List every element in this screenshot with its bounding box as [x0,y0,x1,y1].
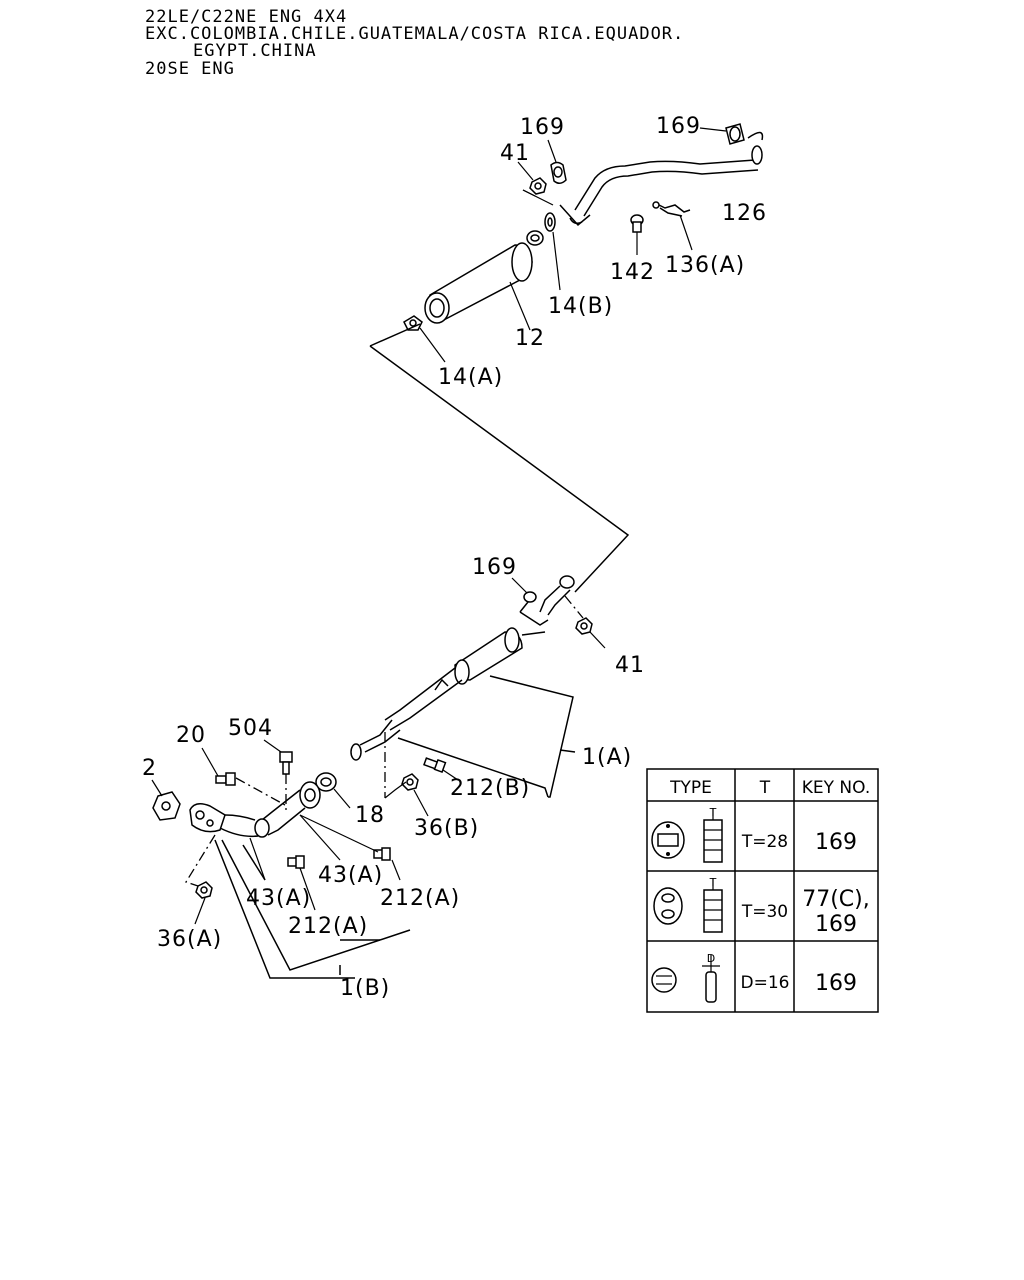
nut-41-mid [564,595,606,649]
muffler-12 [424,230,544,331]
callout-36a: 36(A) [157,927,222,952]
callout-41-mid: 41 [615,653,645,678]
table-cell-dim: D=16 [741,973,790,993]
nut-36b [384,732,429,817]
bolt-43a-212a [249,814,401,911]
callout-43a-left: 43(A) [246,886,311,911]
gasket-14b [544,212,561,291]
callout-126: 126 [722,201,767,226]
bracket-136a [652,201,693,251]
rubber-hanger-169-top-left [547,139,567,184]
table-cell-dim: T=28 [741,832,788,852]
bolt-212b [423,757,459,781]
leader-line-a [369,323,421,347]
callout-169-mid: 169 [472,555,517,580]
callout-504: 504 [228,716,273,741]
nut-41-top [517,161,554,206]
table-row: D D=16 169 [651,952,857,1003]
rubber-hanger-169-top-right [699,123,764,145]
round-hanger-icon: T [651,806,723,863]
small-round-hanger-icon: D [651,952,720,1003]
callout-43a-right: 43(A) [318,863,383,888]
callout-18: 18 [355,803,385,828]
callout-14a: 14(A) [438,365,503,390]
bolt-142 [630,214,644,255]
gasket-2 [151,779,181,821]
table-header-type: TYPE [669,778,712,798]
table-cell-dim: T=30 [741,902,788,922]
front-pipe-1b [189,781,321,838]
table-header-key-no: KEY NO. [802,778,871,798]
callout-1b: 1(B) [340,976,390,1001]
leader-1a-tick [559,749,576,753]
table-header-t: T [759,778,771,798]
rubber-hanger-169-mid [511,577,537,603]
callout-169-top-b: 169 [656,114,701,139]
svg-text:T: T [709,876,717,889]
header-line-1: 22LE/C22NE ENG 4X4 [145,7,347,27]
callout-169-top-a: 169 [520,115,565,140]
gasket-14a [403,315,446,363]
header-line-4: 20SE ENG [145,59,235,79]
callout-212b: 212(B) [450,776,530,801]
callout-labels: 169 169 41 126 142 136(A) 14(B) 12 14(A)… [142,114,767,1001]
leader-1b-b [221,839,411,971]
hanger-type-table: TYPE T KEY NO. T T=28 169 [646,768,879,1013]
table-cell-key: 169 [815,830,857,855]
header: 22LE/C22NE ENG 4X4 EXC.COLOMBIA.CHILE.GU… [145,7,684,79]
callout-12: 12 [515,326,545,351]
stud-20 [201,747,286,806]
callout-1a: 1(A) [582,745,632,770]
table-cell-key: 77(C), [802,887,870,912]
leader-1b-c [242,844,266,881]
callout-142: 142 [610,260,655,285]
callout-2: 2 [142,756,157,781]
leader-1b-a [214,839,355,979]
gasket-18 [315,772,351,809]
header-line-3: EGYPT.CHINA [193,41,317,61]
svg-text:D: D [707,952,715,965]
callout-136a: 136(A) [665,253,745,278]
callout-20: 20 [176,723,206,748]
table-row: T T=30 77(C), 169 [653,876,870,937]
callout-36b: 36(B) [414,816,479,841]
table-row: T T=28 169 [651,806,857,863]
plug-504 [263,739,293,810]
connector-line [369,345,630,593]
center-pipe-1a [350,575,575,761]
table-cell-key: 169 [815,971,857,996]
header-line-2: EXC.COLOMBIA.CHILE.GUATEMALA/COSTA RICA.… [145,24,684,44]
callout-212a-right: 212(A) [380,886,460,911]
callout-212a-left: 212(A) [288,914,368,939]
callout-41-top: 41 [500,141,530,166]
svg-text:T: T [709,806,717,819]
leader-1a-upper [489,675,574,798]
nut-36a [185,834,216,925]
leader-1a-lower [397,737,549,798]
tail-pipe-126 [559,145,763,227]
table-cell-key-2: 169 [815,912,857,937]
callout-14b: 14(B) [548,294,613,319]
oval-hanger-icon: T [653,876,723,933]
